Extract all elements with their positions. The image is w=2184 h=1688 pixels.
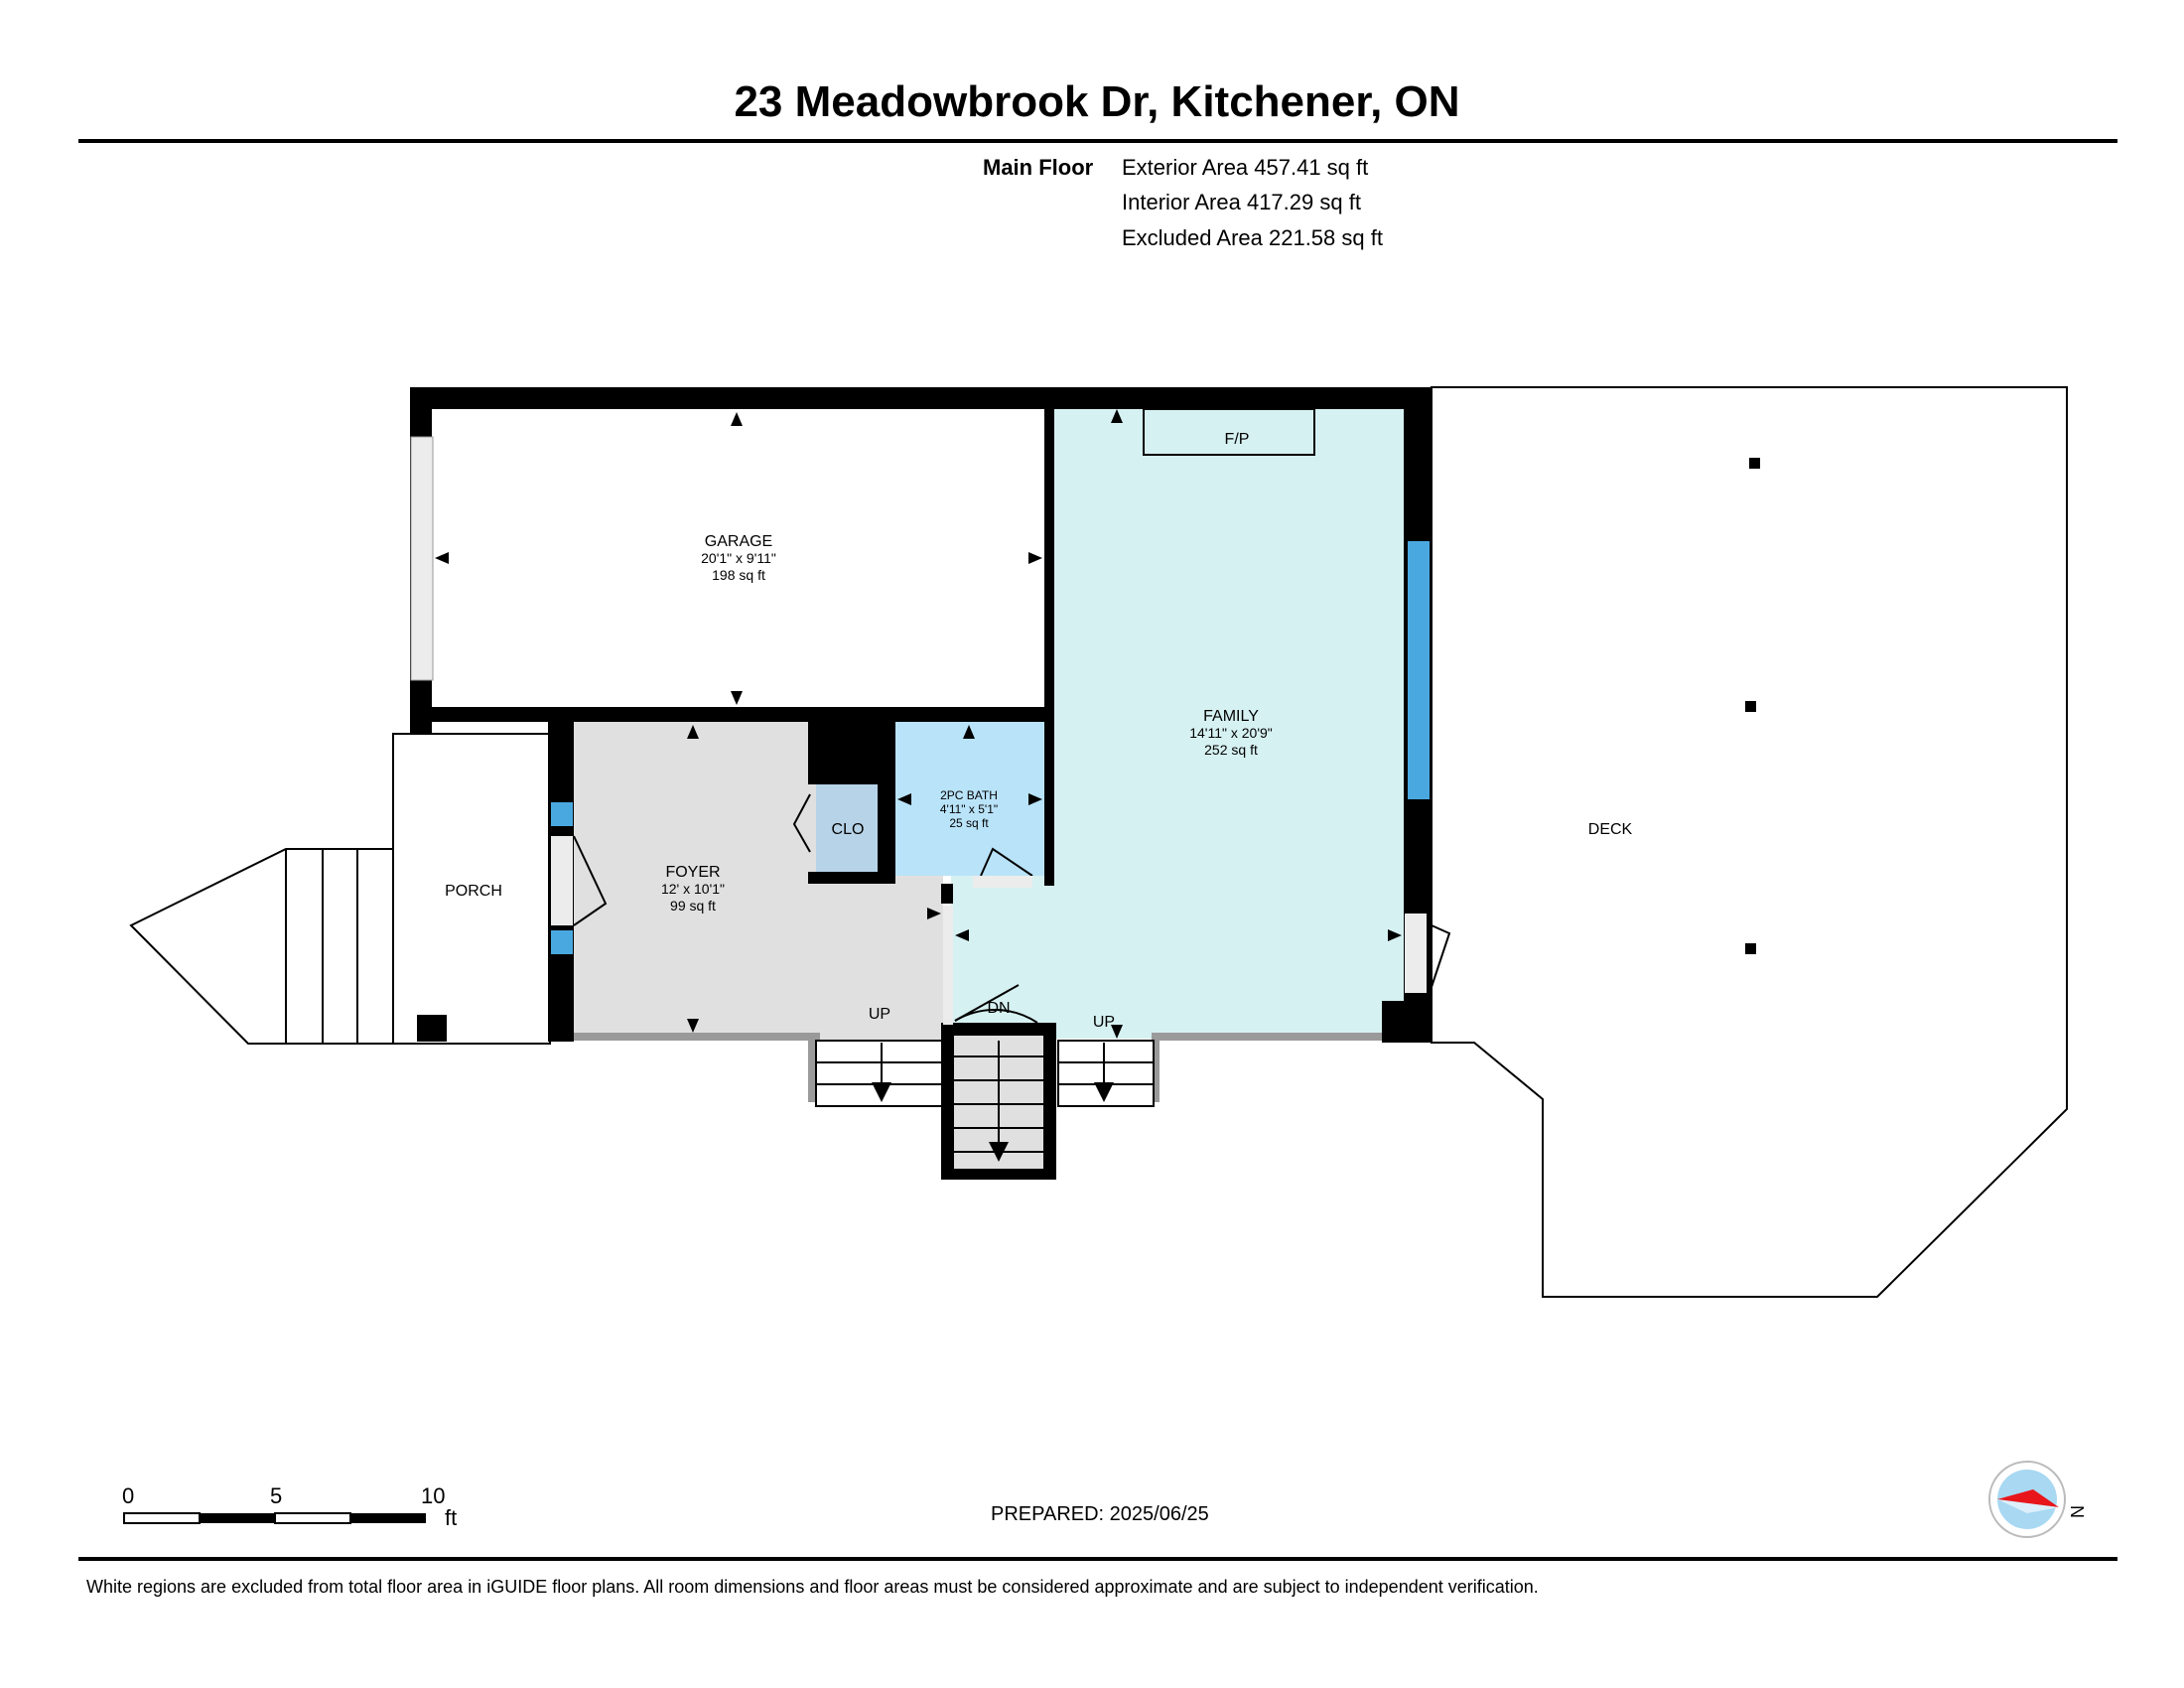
deck-post bbox=[1749, 458, 1760, 469]
dimension-arrows bbox=[435, 409, 1402, 1039]
scale-label-10: 10 bbox=[421, 1483, 446, 1508]
footer-rule bbox=[78, 1557, 2117, 1561]
stair-up-label: UP bbox=[869, 1006, 890, 1023]
foyer-name: FOYER bbox=[665, 864, 720, 881]
porch-steps bbox=[129, 848, 394, 1045]
door-opening bbox=[551, 836, 573, 925]
fireplace bbox=[1143, 408, 1315, 456]
wall bbox=[1044, 409, 1054, 886]
scale-bar bbox=[123, 1512, 426, 1524]
window bbox=[1408, 541, 1430, 799]
disclaimer: White regions are excluded from total fl… bbox=[86, 1577, 1539, 1597]
closet-label: CLO bbox=[832, 821, 865, 838]
door-swing bbox=[792, 793, 811, 853]
wall bbox=[574, 1033, 820, 1041]
family-room-fill-lower bbox=[951, 874, 1404, 1039]
wall bbox=[941, 884, 953, 904]
scale-label-0: 0 bbox=[122, 1483, 135, 1508]
wall bbox=[1152, 1033, 1382, 1041]
porch-label: PORCH bbox=[445, 883, 502, 900]
deck-post bbox=[1745, 701, 1756, 712]
porch-outline bbox=[392, 733, 551, 1045]
door-opening bbox=[1405, 914, 1427, 993]
bath-name: 2PC BATH bbox=[940, 788, 998, 802]
page-title: 23 Meadowbrook Dr, Kitchener, ON bbox=[734, 77, 1460, 126]
compass-north-label: N bbox=[2067, 1505, 2087, 1518]
garage-name: GARAGE bbox=[705, 533, 772, 550]
window bbox=[551, 930, 573, 954]
door-opening bbox=[943, 906, 953, 1025]
wall bbox=[1382, 1001, 1433, 1043]
door-swing bbox=[980, 847, 1033, 877]
stair-down-label: DN bbox=[987, 1000, 1010, 1017]
window bbox=[551, 802, 573, 826]
stair-right bbox=[1057, 1040, 1155, 1107]
deck-outline bbox=[1431, 386, 2068, 1298]
family-dims: 14'11" x 20'9" bbox=[1189, 725, 1273, 741]
header-rule bbox=[78, 139, 2117, 143]
fireplace-label: F/P bbox=[1225, 431, 1250, 448]
window bbox=[410, 436, 434, 681]
garage-dims: 20'1" x 9'11" bbox=[701, 550, 776, 566]
foyer-dims: 12' x 10'1" bbox=[661, 881, 725, 897]
family-area: 252 sq ft bbox=[1204, 742, 1258, 758]
excluded-area: Excluded Area 221.58 sq ft bbox=[1122, 225, 1383, 250]
wall bbox=[808, 872, 895, 884]
wall bbox=[808, 1033, 816, 1102]
compass-icon bbox=[1988, 1461, 2066, 1538]
prepared-date: PREPARED: 2025/06/25 bbox=[991, 1503, 1209, 1525]
exterior-area: Exterior Area 457.41 sq ft bbox=[1122, 155, 1369, 180]
door-swing bbox=[573, 835, 608, 926]
bath-area: 25 sq ft bbox=[949, 816, 989, 830]
door-opening bbox=[973, 876, 1032, 888]
bath-fill bbox=[895, 722, 1044, 876]
wall bbox=[432, 707, 1049, 722]
foyer-area: 99 sq ft bbox=[670, 898, 716, 914]
porch-post bbox=[417, 1015, 447, 1042]
wall bbox=[1152, 1033, 1160, 1102]
bath-dims: 4'11" x 5'1" bbox=[940, 802, 998, 816]
family-name: FAMILY bbox=[1203, 708, 1259, 725]
wall bbox=[878, 722, 895, 884]
wall bbox=[410, 387, 1433, 409]
scale-unit: ft bbox=[445, 1505, 458, 1530]
deck-post bbox=[1745, 943, 1756, 954]
deck-label: DECK bbox=[1588, 821, 1633, 838]
garage-area: 198 sq ft bbox=[712, 567, 765, 583]
floor-name: Main Floor bbox=[983, 155, 1094, 180]
closet-fill bbox=[816, 784, 878, 872]
stair-front bbox=[815, 1040, 944, 1107]
scale-label-5: 5 bbox=[270, 1483, 283, 1508]
interior-area: Interior Area 417.29 sq ft bbox=[1122, 190, 1361, 214]
stair-up-label: UP bbox=[1093, 1014, 1115, 1031]
